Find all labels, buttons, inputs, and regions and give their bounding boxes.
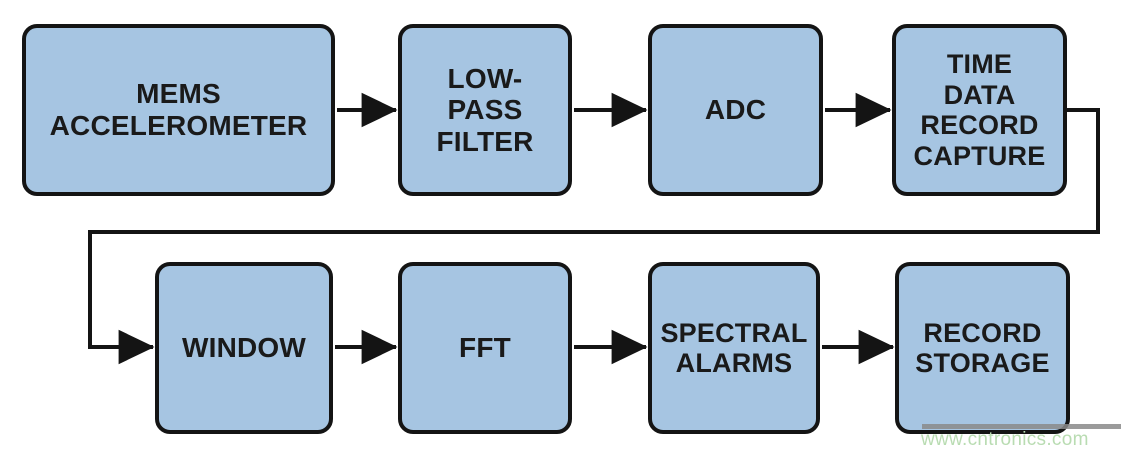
block-record-storage[interactable]: RECORD STORAGE: [895, 262, 1070, 434]
block-label-adc: ADC: [704, 94, 767, 126]
block-label-window: WINDOW: [181, 332, 307, 364]
block-time-data-record-capture[interactable]: TIME DATA RECORD CAPTURE: [892, 24, 1067, 196]
watermark-text: www.cntronics.com: [921, 429, 1089, 450]
block-window[interactable]: WINDOW: [155, 262, 333, 434]
block-label-record-storage: RECORD STORAGE: [915, 317, 1050, 379]
block-label-time-data-record-capture: TIME DATA RECORD CAPTURE: [913, 49, 1046, 171]
block-spectral-alarms[interactable]: SPECTRAL ALARMS: [648, 262, 820, 434]
block-mems-accelerometer[interactable]: MEMS ACCELEROMETER: [22, 24, 335, 196]
block-label-low-pass-filter: LOW- PASS FILTER: [436, 62, 534, 157]
block-low-pass-filter[interactable]: LOW- PASS FILTER: [398, 24, 572, 196]
block-label-spectral-alarms: SPECTRAL ALARMS: [660, 317, 808, 379]
block-label-fft: FFT: [459, 332, 511, 364]
connector-timedata-to-window: [88, 108, 1100, 365]
watermark-shadow-bar: [922, 424, 1121, 429]
block-label-mems-accelerometer: MEMS ACCELEROMETER: [49, 78, 308, 141]
block-fft[interactable]: FFT: [398, 262, 572, 434]
block-adc[interactable]: ADC: [648, 24, 823, 196]
